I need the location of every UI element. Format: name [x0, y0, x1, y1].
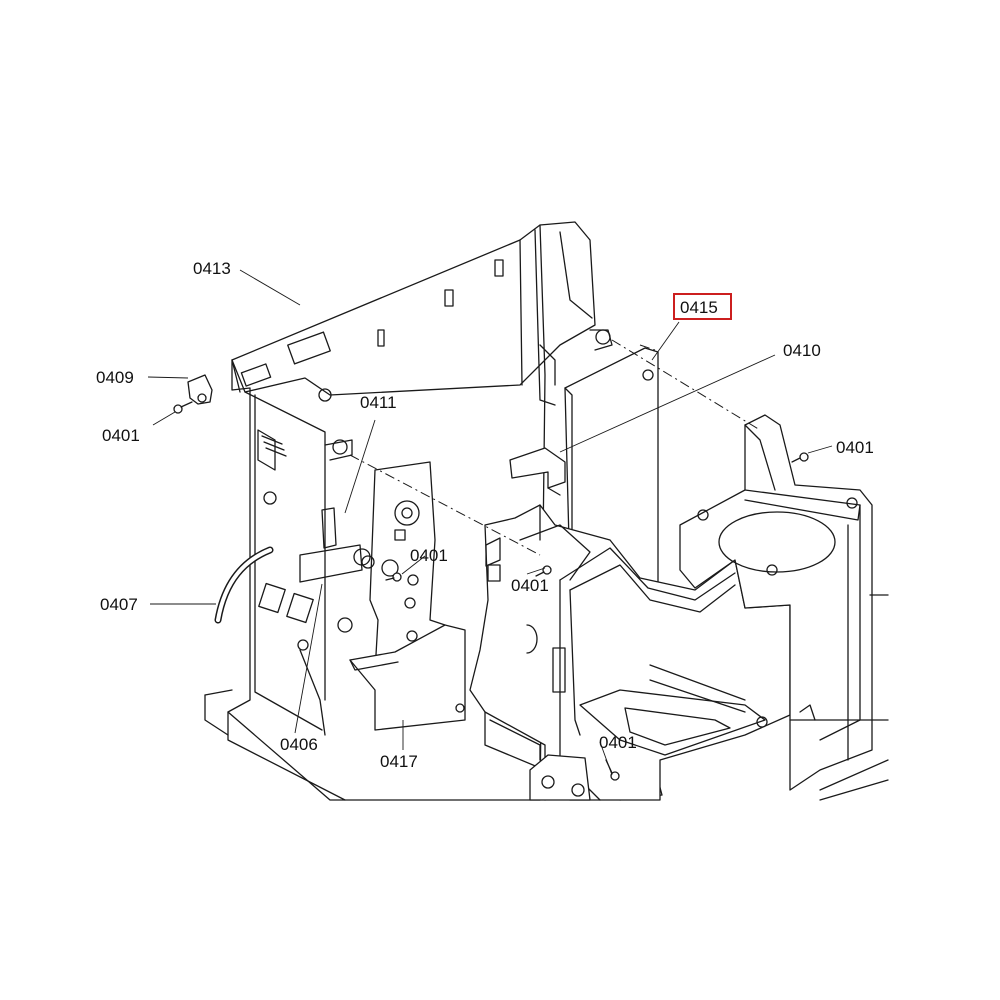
- label-0409: 0409: [96, 368, 134, 387]
- screw-0401-c: [385, 572, 402, 582]
- highlight-box-0415: [673, 293, 732, 320]
- label-0401-a: 0401: [102, 426, 140, 445]
- label-0401-c: 0401: [410, 546, 448, 565]
- assembly-lines: [349, 339, 761, 556]
- water-tank-housing: [469, 504, 791, 801]
- label-0401-b: 0401: [836, 438, 874, 457]
- label-0407: 0407: [100, 595, 138, 614]
- label-0401-e: 0401: [599, 733, 637, 752]
- label-0415: 0415: [680, 298, 718, 317]
- label-0411: 0411: [360, 393, 397, 412]
- label-0401-d: 0401: [511, 576, 549, 595]
- plate-0417: [349, 624, 466, 731]
- bottom-bracket: [529, 754, 591, 801]
- label-0417: 0417: [380, 752, 418, 771]
- rear-compartment: [679, 414, 889, 801]
- label-0406: 0406: [280, 735, 318, 754]
- leader-lines: [147, 269, 833, 776]
- hose-0407: [214, 546, 274, 624]
- screw-0401-a: [173, 401, 193, 414]
- label-0413: 0413: [193, 259, 231, 278]
- label-0410: 0410: [783, 341, 821, 360]
- clip-0410: [509, 447, 566, 496]
- clip-0409: [187, 374, 213, 405]
- screw-0401-b: [791, 452, 809, 463]
